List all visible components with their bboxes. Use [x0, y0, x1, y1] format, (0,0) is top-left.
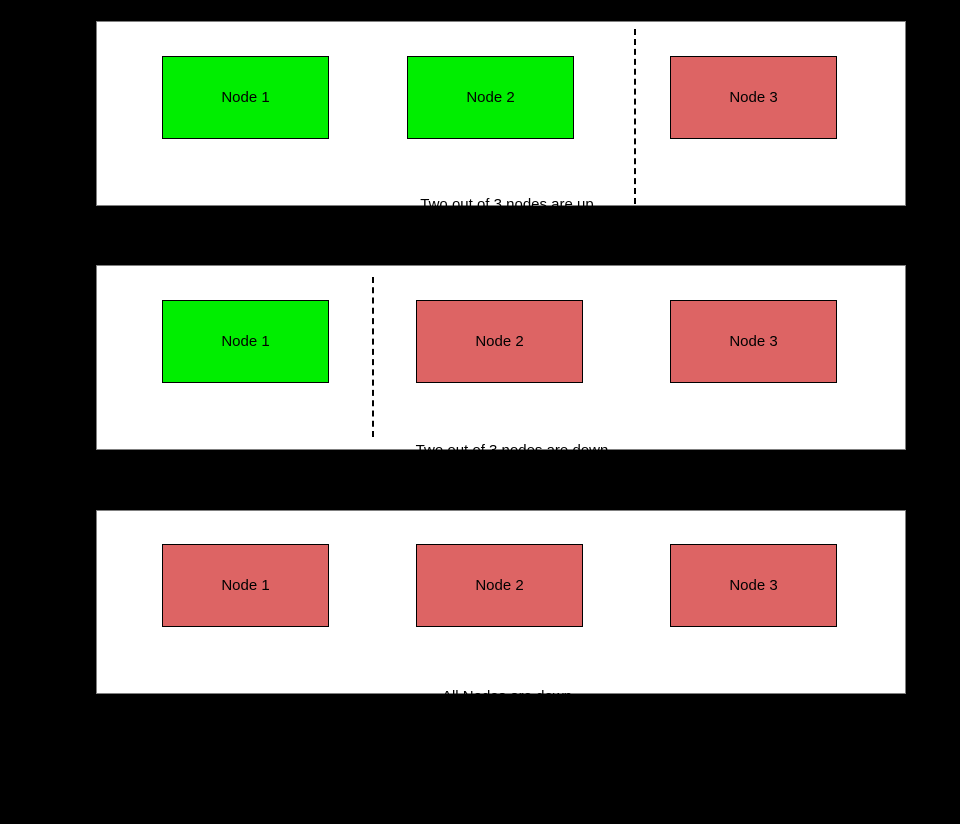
node-box-1[interactable]: Node 1 — [162, 300, 329, 383]
node-label: Node 2 — [475, 577, 524, 594]
node-box-2[interactable]: Node 2 — [416, 544, 583, 627]
caption-line-1: Two out of 3 nodes are down — [415, 441, 609, 459]
diagram-canvas: Node 1 Node 2 Node 3 Two out of 3 nodes … — [96, 21, 906, 774]
scenario-panel-two-of-three-down: Node 1 Node 2 Node 3 Two out of 3 nodes … — [96, 265, 906, 528]
scenario-panel-all-down: Node 1 Node 2 Node 3 All Nodes are down … — [96, 510, 906, 774]
node-label: Node 3 — [729, 89, 778, 106]
node-box-3[interactable]: Node 3 — [670, 300, 837, 383]
node-label: Node 1 — [221, 333, 270, 350]
scenario-panel-two-of-three-up: Node 1 Node 2 Node 3 Two out of 3 nodes … — [96, 21, 906, 282]
node-box-2[interactable]: Node 2 — [416, 300, 583, 383]
node-label: Node 2 — [466, 89, 515, 106]
node-label: Node 3 — [729, 333, 778, 350]
caption-line-1: All Nodes are down — [441, 687, 573, 705]
node-label: Node 3 — [729, 577, 778, 594]
node-label: Node 1 — [221, 89, 270, 106]
node-box-2[interactable]: Node 2 — [407, 56, 574, 139]
panel-caption: All Nodes are down Majority Fails & Clus… — [277, 640, 737, 824]
node-label: Node 1 — [221, 577, 270, 594]
node-box-3[interactable]: Node 3 — [670, 544, 837, 627]
caption-line-2: Majority Fails & Cluster Stops — [408, 756, 606, 774]
node-box-1[interactable]: Node 1 — [162, 56, 329, 139]
quorum-divider-line — [634, 29, 636, 204]
node-label: Node 2 — [475, 333, 524, 350]
caption-line-1: Two out of 3 nodes are up — [420, 195, 594, 213]
node-box-3[interactable]: Node 3 — [670, 56, 837, 139]
quorum-divider-line — [372, 277, 374, 437]
node-box-1[interactable]: Node 1 — [162, 544, 329, 627]
